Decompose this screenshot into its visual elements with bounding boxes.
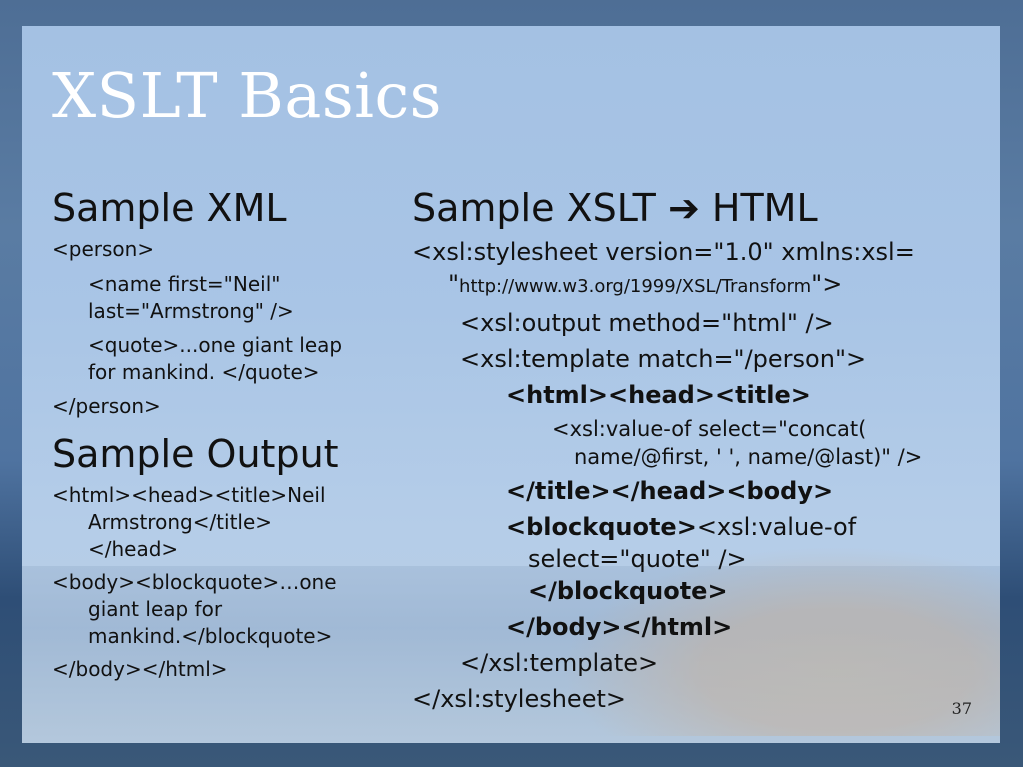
output-line: <body><blockquote>…one bbox=[52, 570, 337, 594]
xslt-line: <xsl:template match="/person"> bbox=[460, 345, 867, 373]
page-number: 37 bbox=[951, 699, 972, 718]
output-line: </head> bbox=[88, 537, 179, 561]
xml-line: last="Armstrong" /> bbox=[88, 299, 294, 323]
xslt-line: <xsl:output method="html" /> bbox=[460, 309, 834, 337]
xslt-line: </body></html> bbox=[506, 613, 733, 641]
xml-line: for mankind. </quote> bbox=[88, 360, 320, 384]
output-line: Armstrong</title> bbox=[88, 510, 273, 534]
xslt-line: <xsl:stylesheet version="1.0" xmlns:xsl= bbox=[412, 238, 915, 266]
xslt-line: </title></head><body> bbox=[506, 477, 834, 505]
xml-line: <name first="Neil" bbox=[88, 272, 281, 296]
xslt-line: </xsl:template> bbox=[460, 649, 659, 677]
xml-line: </person> bbox=[52, 394, 161, 418]
xslt-line: name/@first, ' ', name/@last)" /> bbox=[574, 445, 923, 469]
rock-background bbox=[560, 546, 1000, 736]
quote-mark: "> bbox=[811, 270, 843, 298]
xslt-line: "http://www.w3.org/1999/XSL/Transform"> bbox=[412, 268, 1000, 303]
xslt-line: </xsl:stylesheet> bbox=[412, 685, 626, 713]
xml-line: <person> bbox=[52, 237, 155, 261]
value-of-tag: <xsl:value-of bbox=[696, 513, 857, 541]
output-line: giant leap for bbox=[88, 597, 223, 621]
xslt-line: select="quote" /> bbox=[528, 545, 747, 573]
output-line: mankind.</blockquote> bbox=[88, 624, 333, 648]
namespace-url: http://www.w3.org/1999/XSL/Transform bbox=[459, 276, 812, 297]
left-column: Sample XML <person> <name first="Neil" l… bbox=[52, 184, 392, 683]
right-column: Sample XSLT ➔ HTML <xsl:stylesheet versi… bbox=[412, 184, 1000, 715]
quote-mark: " bbox=[448, 270, 460, 298]
xslt-line: </blockquote> bbox=[528, 577, 728, 605]
heading-text: HTML bbox=[699, 186, 818, 230]
sample-xslt-heading: Sample XSLT ➔ HTML bbox=[412, 184, 1000, 232]
slide: XSLT Basics Sample XML <person> <name fi… bbox=[22, 26, 1000, 743]
xslt-line: <html><head><title> bbox=[506, 381, 811, 409]
heading-text: Sample XSLT bbox=[412, 186, 668, 230]
blockquote-tag: <blockquote> bbox=[506, 513, 697, 541]
xslt-line: <blockquote><xsl:value-of bbox=[412, 511, 1000, 543]
output-line: <html><head><title>Neil bbox=[52, 483, 326, 507]
xslt-line: <xsl:value-of select="concat( bbox=[552, 417, 867, 441]
sample-xml-heading: Sample XML bbox=[52, 186, 287, 230]
output-line: </body></html> bbox=[52, 657, 228, 681]
slide-title: XSLT Basics bbox=[52, 59, 443, 132]
sample-output-heading: Sample Output bbox=[52, 432, 339, 476]
arrow-icon: ➔ bbox=[667, 186, 700, 230]
xml-line: <quote>...one giant leap bbox=[88, 333, 343, 357]
